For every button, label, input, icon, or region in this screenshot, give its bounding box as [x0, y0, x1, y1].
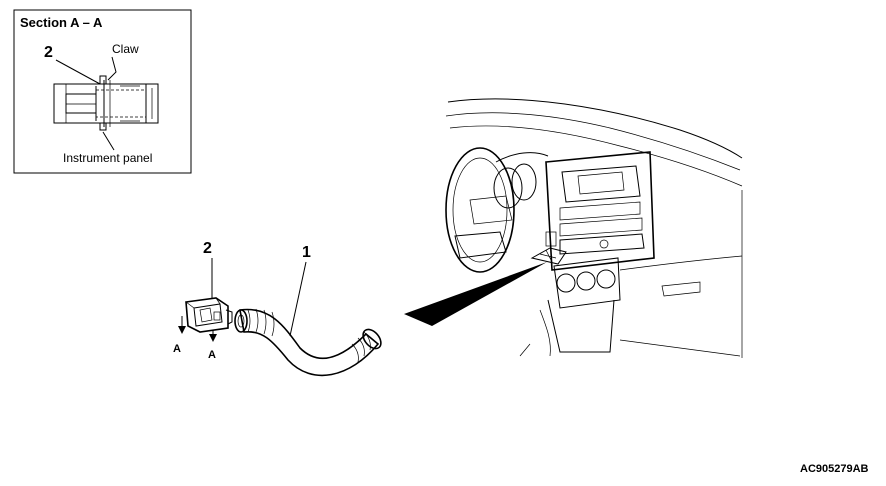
section-inset: Section A – A 2 Claw Instrument panel [13, 9, 192, 174]
callout-2: 2 [203, 240, 212, 257]
duct-hose-part-1: 1 [234, 244, 382, 377]
inset-title: Section A – A [20, 15, 103, 30]
dashboard-overview [445, 98, 743, 358]
section-marker-left-label: A [173, 343, 181, 355]
inset-border [13, 9, 192, 174]
clip-part-2: 2 A A [173, 240, 233, 361]
inset-part-number: 2 [44, 44, 53, 61]
section-marker-left: A [173, 316, 186, 355]
claw-label: Claw [112, 42, 139, 56]
claw-leader [107, 56, 117, 81]
figure-code: AC905279AB [800, 463, 869, 475]
section-marker-right: A [208, 330, 217, 361]
callout-1: 1 [302, 244, 311, 261]
location-pointer [404, 262, 547, 326]
instrument-panel-label: Instrument panel [63, 151, 152, 165]
panel-leader [102, 131, 115, 151]
part-2-leader [55, 59, 101, 85]
section-marker-right-label: A [208, 349, 216, 361]
clip-cross-section [53, 75, 159, 131]
callout-1-leader [289, 261, 307, 337]
